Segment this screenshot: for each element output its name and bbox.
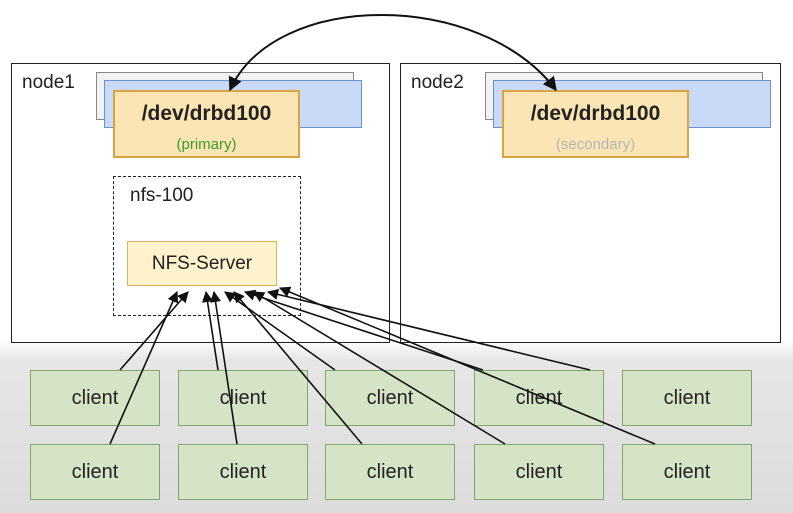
client-r2-2: client [178, 444, 308, 500]
nfs-server: NFS-Server [127, 241, 277, 286]
replication-arrow [228, 14, 557, 92]
node2-device-role: (secondary) [555, 136, 636, 153]
client-r1-4: client [474, 370, 604, 426]
client-r2-3: client [325, 444, 455, 500]
link-r1c2 [201, 290, 219, 371]
node1-device-role: (primary) [176, 136, 237, 153]
node2-device-name: /dev/drbd100 [530, 102, 661, 125]
client-r1-1: client [30, 370, 160, 426]
link-r2c5 [278, 286, 656, 445]
nfs-group-label: nfs-100 [130, 185, 194, 206]
node2-box: node2 /dev/drbd100 (secondary) [400, 63, 781, 343]
client-r2-1: client [30, 444, 160, 500]
link-r1c4 [243, 289, 484, 371]
node1-device-name: /dev/drbd100 [141, 102, 272, 125]
client-r1-2: client [178, 370, 308, 426]
link-r1c1 [119, 291, 189, 371]
node1-drbd-device: /dev/drbd100 (primary) [113, 90, 300, 158]
client-r2-4: client [474, 444, 604, 500]
link-r2c3 [233, 291, 363, 445]
client-r1-5: client [622, 370, 752, 426]
client-r1-3: client [325, 370, 455, 426]
link-r1c3 [224, 291, 336, 371]
node2-drbd-device: /dev/drbd100 (secondary) [502, 90, 689, 158]
client-r2-5: client [622, 444, 752, 500]
link-r2c4 [253, 291, 506, 445]
nfs-group-box: nfs-100 NFS-Server [113, 176, 301, 316]
link-r2c1 [109, 290, 179, 445]
node1-label: node1 [22, 72, 75, 93]
link-r2c2 [209, 290, 238, 445]
